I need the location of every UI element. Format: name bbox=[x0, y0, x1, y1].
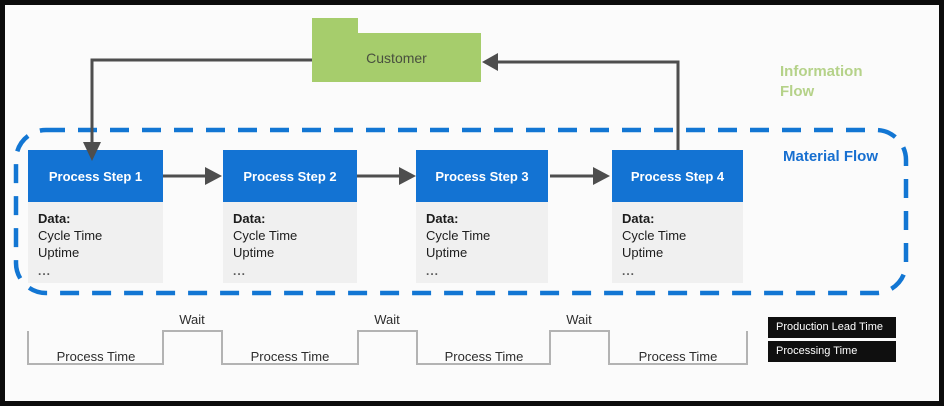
step1-to-step2-arrowhead bbox=[205, 167, 222, 185]
data-ellipsis: ... bbox=[38, 264, 52, 278]
process-step-3-label: Process Step 3 bbox=[435, 168, 529, 184]
process-step-3-data-panel: Data: Cycle Time Uptime ... bbox=[416, 202, 548, 283]
customer-folder-tab bbox=[312, 18, 358, 35]
wait-label-1: Wait bbox=[179, 312, 205, 327]
process-step-2-label: Process Step 2 bbox=[243, 168, 337, 184]
data-ellipsis: ... bbox=[426, 264, 440, 278]
process-step-2-data-panel: Data: Cycle Time Uptime ... bbox=[223, 202, 357, 283]
data-metric: Uptime bbox=[38, 245, 80, 260]
material-flow-label: Material Flow bbox=[783, 148, 879, 165]
process-step-1-label: Process Step 1 bbox=[48, 168, 143, 184]
process-step-1-header: Process Step 1 bbox=[28, 150, 163, 202]
customer-to-step1-arrow bbox=[90, 58, 312, 144]
wait-label-3: Wait bbox=[566, 312, 592, 327]
data-heading: Data: bbox=[622, 211, 655, 226]
data-metric: Uptime bbox=[426, 245, 468, 260]
lead-time-timeline bbox=[27, 330, 748, 365]
legend-production-lead-time: Production Lead Time bbox=[768, 317, 896, 338]
data-metric: Uptime bbox=[233, 245, 275, 260]
data-metric: Cycle Time bbox=[426, 228, 491, 243]
process-time-label-2: Process Time bbox=[250, 349, 330, 364]
data-heading: Data: bbox=[233, 211, 266, 226]
process-step-4-label: Process Step 4 bbox=[630, 168, 725, 184]
process-time-label-3: Process Time bbox=[444, 349, 524, 364]
process-time-label-4: Process Time bbox=[638, 349, 718, 364]
material-flow-boundary bbox=[13, 127, 909, 296]
process-time-label-1: Process Time bbox=[56, 349, 136, 364]
process-step-1-data-panel: Data: Cycle Time Uptime ... bbox=[28, 202, 163, 283]
data-metric: Cycle Time bbox=[233, 228, 298, 243]
process-step-4-data-panel: Data: Cycle Time Uptime ... bbox=[612, 202, 743, 283]
data-ellipsis: ... bbox=[233, 264, 247, 278]
data-heading: Data: bbox=[426, 211, 459, 226]
step2-to-step3-arrowhead bbox=[399, 167, 416, 185]
process-step-2-header: Process Step 2 bbox=[223, 150, 357, 202]
data-metric: Cycle Time bbox=[38, 228, 103, 243]
process-step-3-header: Process Step 3 bbox=[416, 150, 548, 202]
data-heading: Data: bbox=[38, 211, 71, 226]
data-ellipsis: ... bbox=[622, 264, 636, 278]
legend-processing-time: Processing Time bbox=[768, 341, 896, 362]
step3-to-step4-arrowhead bbox=[593, 167, 610, 185]
data-metric: Uptime bbox=[622, 245, 664, 260]
step4-to-customer-arrow bbox=[498, 60, 680, 150]
step4-to-customer-arrowhead bbox=[482, 53, 498, 71]
wait-label-2: Wait bbox=[374, 312, 400, 327]
data-metric: Cycle Time bbox=[622, 228, 687, 243]
customer-label: Customer bbox=[366, 49, 427, 66]
customer-box: Customer bbox=[312, 33, 481, 82]
process-step-4-header: Process Step 4 bbox=[612, 150, 743, 202]
information-flow-label: Information Flow bbox=[780, 63, 863, 100]
customer-to-step1-arrowhead bbox=[83, 142, 101, 161]
